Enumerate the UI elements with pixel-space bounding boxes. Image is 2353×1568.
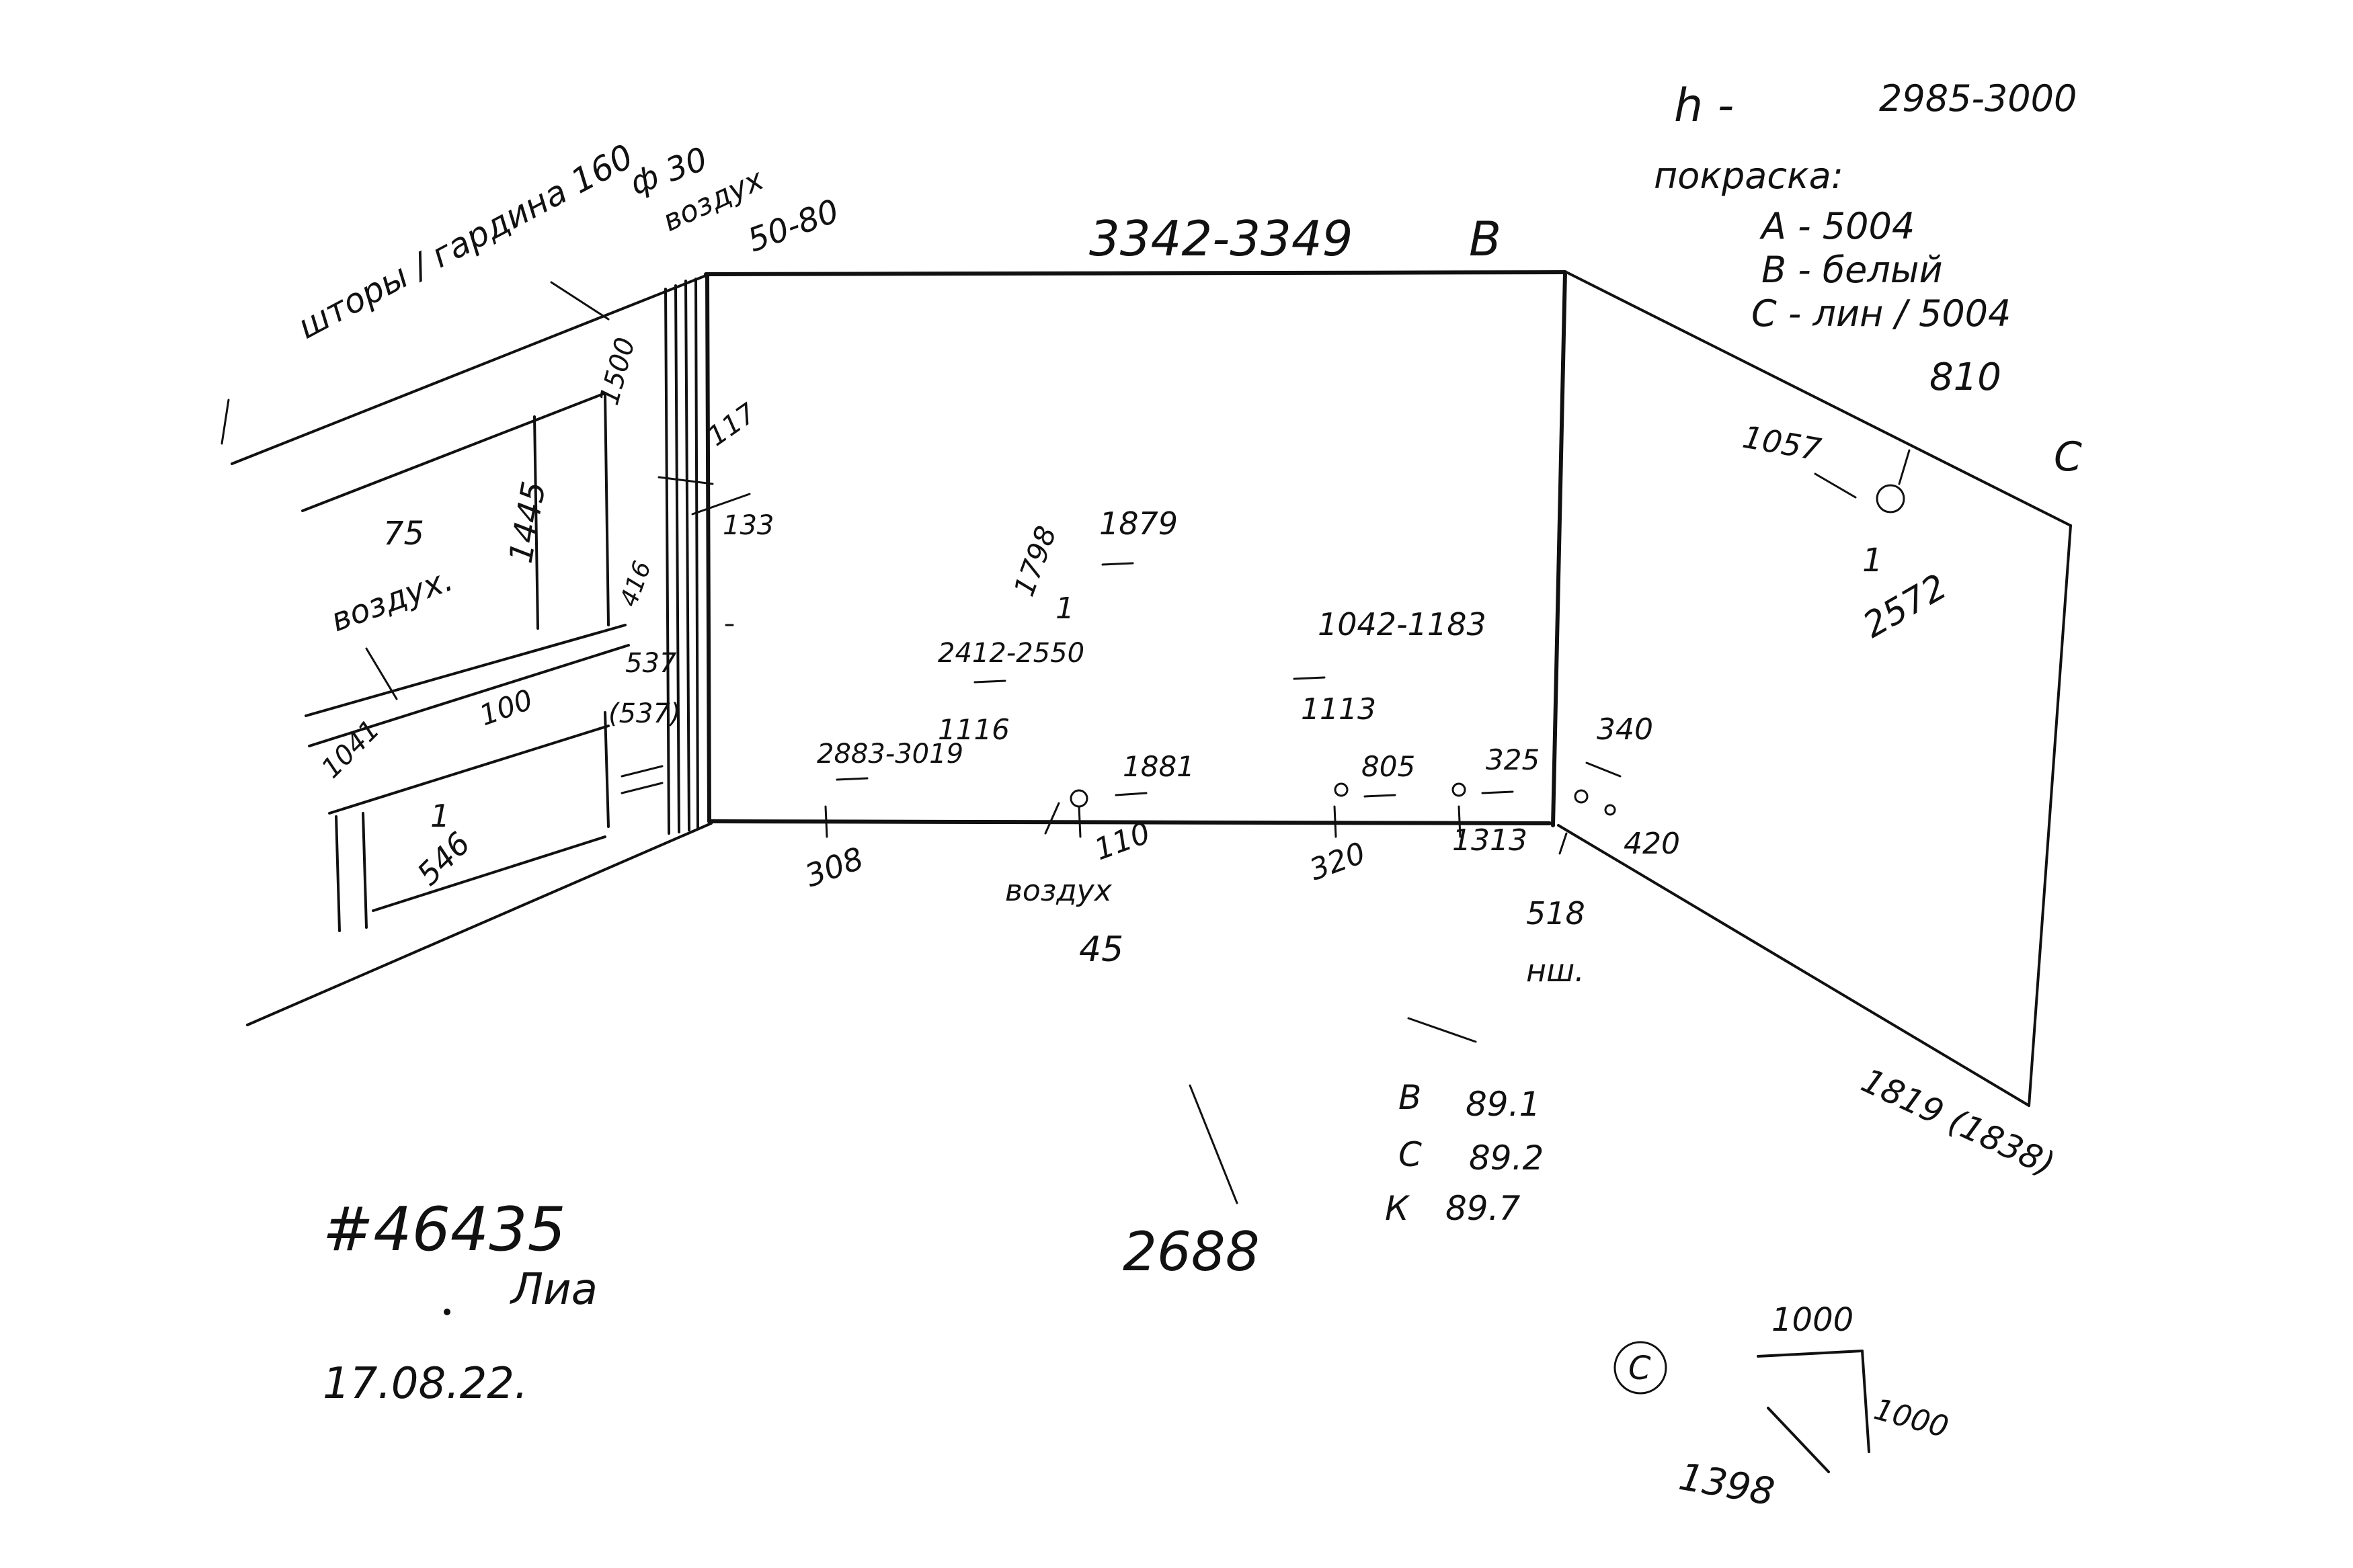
point-420: 420: [1624, 827, 1680, 861]
angle-k: К: [1385, 1189, 1410, 1228]
paint-a: А - 5004: [1759, 205, 1915, 247]
point-2883: 2883-3019: [817, 739, 963, 770]
diagonal-check-lines: [1613, 1341, 1870, 1473]
order-date: 17.08.22.: [323, 1359, 528, 1409]
point-2412: 2412-2550: [938, 638, 1084, 669]
floor-308: 308: [800, 840, 868, 895]
left-wall-outline: [221, 274, 751, 1026]
floor-45: 45: [1079, 930, 1123, 970]
left-dim-537b: (537): [608, 698, 681, 729]
point-1113: 1113: [1301, 692, 1376, 727]
left-air-value: 75: [383, 515, 424, 552]
paint-b: В - белый: [1761, 249, 1943, 291]
left-dim-1: 1: [430, 798, 450, 834]
left-dim-416: 416: [615, 557, 657, 610]
window-height: 1445: [502, 479, 553, 566]
point-340: 340: [1597, 712, 1653, 747]
point-1798: 1798: [1007, 522, 1063, 600]
left-duct-value: 50-80: [743, 192, 844, 259]
point-1116: 1116: [938, 713, 1010, 746]
left-dim-133: 133: [723, 510, 774, 541]
point-325: 325: [1486, 743, 1540, 776]
point-1881: 1881: [1123, 750, 1195, 783]
paint-c: С - лин / 5004: [1751, 292, 2011, 335]
point-1042: 1042-1183: [1318, 606, 1486, 643]
floor-518-note: нш.: [1526, 952, 1585, 989]
wall-b-letter: B: [1469, 212, 1501, 267]
curtain-label: шторы / гардина 160: [291, 136, 639, 346]
angle-c-value: 89.2: [1469, 1139, 1544, 1178]
order-number: #46435: [323, 1194, 566, 1265]
point-1879: 1879: [1099, 505, 1178, 542]
diagonal-side: 1000: [1870, 1392, 1952, 1444]
diagonal-length: 1398: [1676, 1455, 1778, 1515]
point-805: 805: [1361, 750, 1415, 783]
left-air-label: воздух.: [326, 561, 458, 639]
window-top-dim: 1500: [594, 334, 641, 408]
angle-c: С: [1398, 1135, 1422, 1174]
floor-air-label: воздух: [1005, 874, 1113, 908]
floor-518: 518: [1526, 895, 1585, 932]
paint-heading: покраска:: [1654, 155, 1843, 197]
wall-b-outline: [704, 270, 1567, 827]
ceiling-value: 2985-3000: [1879, 77, 2077, 120]
diagonal-top: 1000: [1771, 1301, 1853, 1339]
left-dim-537: 537: [625, 648, 677, 679]
point-1: 1: [1055, 591, 1074, 626]
wall-b-width: 3342-3349: [1089, 210, 1353, 267]
room-depth: 2688: [1123, 1221, 1260, 1283]
angle-k-value: 89.7: [1445, 1189, 1521, 1228]
wall-c-1: 1: [1862, 542, 1883, 579]
ceiling-label: h -: [1674, 79, 1734, 132]
wall-c-letter: C: [2054, 434, 2082, 481]
angle-b-value: 89.1: [1466, 1085, 1540, 1124]
floor-1313: 1313: [1452, 823, 1527, 858]
order-name: Лиа: [510, 1265, 598, 1315]
left-dim-546: 546: [410, 825, 477, 893]
wall-c-outline: [1557, 271, 2072, 1107]
left-dim-117: 117: [702, 397, 762, 452]
wall-c-1057: 1057: [1740, 419, 1824, 468]
angle-b: В: [1398, 1078, 1421, 1117]
paint-extra: 810: [1929, 356, 2001, 399]
diagonal-c-mark: С: [1628, 1350, 1651, 1387]
floor-320: 320: [1305, 836, 1369, 888]
wall-b-markers: [444, 449, 1911, 1315]
